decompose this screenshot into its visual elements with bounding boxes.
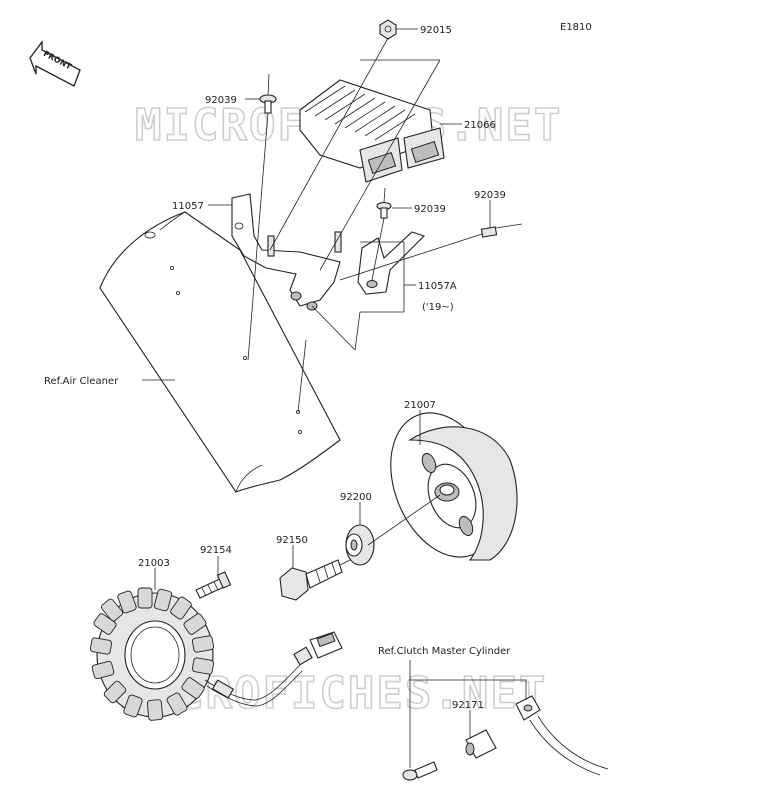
rivet-92039-right — [480, 223, 523, 238]
label-92039-top: 92039 — [205, 95, 237, 106]
clutch-master-cylinder — [515, 695, 609, 776]
label-92171: 92171 — [452, 700, 484, 711]
screw-92171-bolt — [402, 761, 438, 781]
label-92150: 92150 — [276, 535, 308, 546]
label-21007: 21007 — [404, 400, 436, 411]
rivet-92039-mid — [376, 187, 392, 219]
label-92200: 92200 — [340, 492, 372, 503]
label-21066: 21066 — [464, 120, 496, 131]
rivet-92039-top — [259, 73, 277, 114]
label-ref-air-cleaner: Ref.Air Cleaner — [44, 376, 119, 387]
bolt-92150 — [279, 559, 343, 601]
air-cleaner-housing — [99, 211, 341, 493]
label-92039-mid: 92039 — [414, 204, 446, 215]
washer-92200 — [345, 524, 375, 566]
bracket-11057A — [357, 231, 426, 295]
spacer-92171 — [465, 729, 497, 759]
label-21003: 21003 — [138, 558, 170, 569]
label-11057: 11057 — [172, 201, 204, 212]
label-11057A: 11057A — [418, 281, 457, 292]
leader-lines — [142, 28, 527, 768]
stator-21003 — [89, 587, 343, 721]
front-arrow-icon: FRONT — [29, 40, 81, 87]
regulator-21066 — [299, 79, 445, 183]
label-92015: 92015 — [420, 25, 452, 36]
diagram-code: E1810 — [560, 22, 592, 33]
label-ref-clutch-master-cylinder: Ref.Clutch Master Cylinder — [378, 646, 511, 657]
label-92154: 92154 — [200, 545, 232, 556]
label-92039-right: 92039 — [474, 190, 506, 201]
nut-92015 — [379, 19, 397, 40]
flywheel-21007 — [390, 412, 518, 561]
bolt-92154 — [195, 571, 232, 599]
bracket-11057 — [231, 193, 342, 311]
label-11057A-note: ('19~) — [422, 302, 454, 313]
